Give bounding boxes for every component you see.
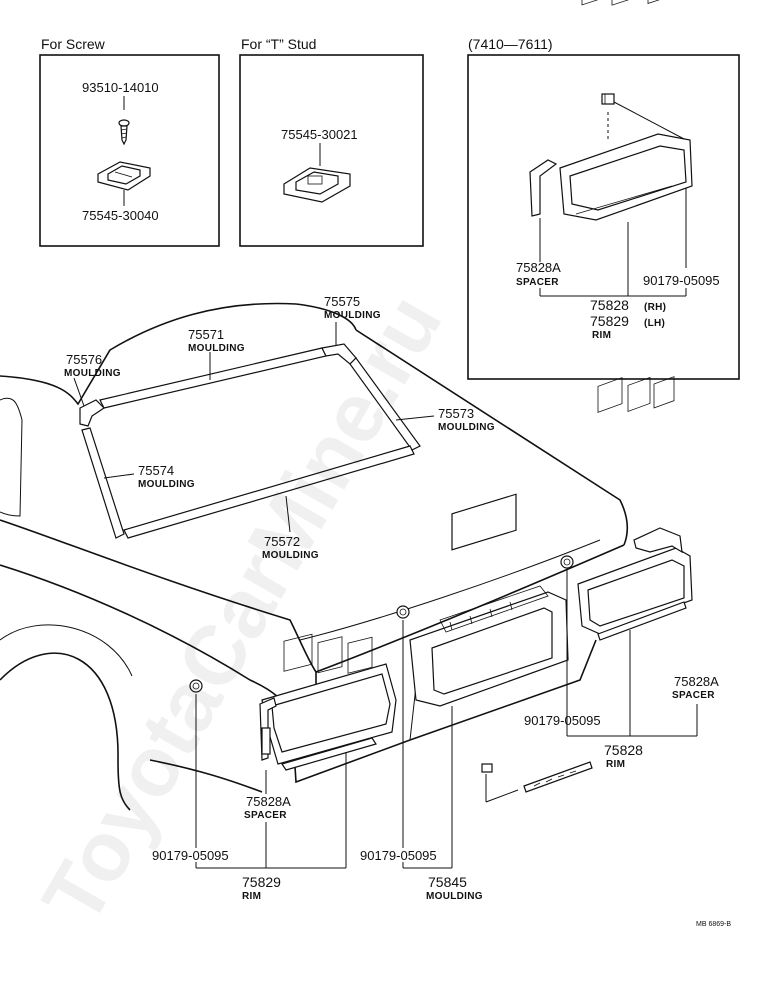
left-rim-drawing xyxy=(261,633,397,771)
center-nut-drawing xyxy=(396,605,410,619)
right-spacer-drawing xyxy=(633,527,683,554)
leader-lines xyxy=(73,322,698,869)
inset-for-screw: For Screw 93510-14010 75545-30040 xyxy=(39,36,220,247)
inset-late-title: (7410—7611) xyxy=(468,36,553,52)
inset-rim-lh-suffix: (LH) xyxy=(644,318,665,329)
callout-75573-pn: 75573 xyxy=(438,406,474,421)
right-nut-drawing xyxy=(560,555,574,569)
callout-left-spacer-pn: 75828A xyxy=(246,794,291,809)
callout-left-rim: 75829 RIM xyxy=(242,874,281,902)
inset-screw-frame xyxy=(39,54,220,247)
callout-75572: 75572 MOULDING xyxy=(262,534,319,561)
figure-code: MB 6869-B xyxy=(696,921,731,928)
callout-75571-pn: 75571 xyxy=(188,327,224,342)
inset-nut-part-number: 90179-05095 xyxy=(643,273,720,288)
callout-left-nut: 90179-05095 xyxy=(152,848,229,863)
inset-spacer-part-number: 75828A xyxy=(516,260,561,275)
callout-75572-name: MOULDING xyxy=(262,550,319,561)
stud-clip-part-number: 75545-30021 xyxy=(281,127,358,142)
callout-right-spacer: 75828A SPACER xyxy=(672,674,719,701)
right-rim-drawing xyxy=(577,376,693,641)
callout-75571: 75571 MOULDING xyxy=(188,327,245,354)
callout-left-rim-pn: 75829 xyxy=(242,874,281,890)
stud-clip-drawing xyxy=(283,167,351,203)
back-window-mouldings xyxy=(79,343,421,539)
inset-rim-rh-suffix: (RH) xyxy=(644,302,666,313)
callout-left-spacer: 75828A SPACER xyxy=(244,794,291,821)
callout-75575-name: MOULDING xyxy=(324,310,381,321)
callout-75573: 75573 MOULDING xyxy=(438,406,495,433)
callout-75574-name: MOULDING xyxy=(138,479,195,490)
callout-75571-name: MOULDING xyxy=(188,343,245,354)
center-moulding-drawing xyxy=(409,493,569,707)
moulding-75576 xyxy=(79,399,105,427)
callout-left-rim-name: RIM xyxy=(242,891,261,902)
callout-center-moulding-name: MOULDING xyxy=(426,891,483,902)
inset-screw-title: For Screw xyxy=(41,36,106,52)
left-spacer-drawing xyxy=(259,697,277,761)
callout-75572-pn: 75572 xyxy=(264,534,300,549)
inset-stud-frame xyxy=(239,54,424,247)
callout-75574: 75574 MOULDING xyxy=(138,463,195,490)
callout-right-spacer-name: SPACER xyxy=(672,690,715,701)
callout-right-nut: 90179-05095 xyxy=(524,713,601,728)
screw-clip-drawing xyxy=(97,161,151,191)
callout-75573-name: MOULDING xyxy=(438,422,495,433)
inset-rim-name: RIM xyxy=(592,330,611,341)
callout-center-moulding: 75845 MOULDING xyxy=(426,874,483,902)
screw-part-number: 93510-14010 xyxy=(82,80,159,95)
inset-stud-title: For “T” Stud xyxy=(241,36,316,52)
callout-center-nut-pn: 90179-05095 xyxy=(360,848,437,863)
callout-75576-pn: 75576 xyxy=(66,352,102,367)
moulding-75571 xyxy=(99,347,327,409)
screw-clip-part-number: 75545-30040 xyxy=(82,208,159,223)
callout-left-spacer-name: SPACER xyxy=(244,810,287,821)
inset-rim-drawing xyxy=(559,0,693,221)
callout-center-nut: 90179-05095 xyxy=(360,848,437,863)
screw-drawing xyxy=(118,119,130,146)
moulding-75572 xyxy=(123,445,415,539)
inset-spacer-drawing xyxy=(529,159,558,217)
callout-75574-pn: 75574 xyxy=(138,463,174,478)
left-nut-drawing xyxy=(189,679,203,693)
callout-right-rim-pn: 75828 xyxy=(604,742,643,758)
inset-late-frame xyxy=(467,54,740,380)
moulding-75573 xyxy=(349,357,421,451)
inset-nut-drawing xyxy=(601,93,615,105)
moulding-75574 xyxy=(81,427,125,539)
emblem-drawing xyxy=(481,761,593,803)
callout-75576: 75576 MOULDING xyxy=(64,352,121,379)
callout-75575: 75575 MOULDING xyxy=(324,294,381,321)
inset-late-model: (7410—7611) 75828A SPACER 90179-05095 75… xyxy=(467,0,740,380)
inset-for-t-stud: For “T” Stud 75545-30021 xyxy=(239,36,424,247)
callout-center-moulding-pn: 75845 xyxy=(428,874,467,890)
callout-right-rim-name: RIM xyxy=(606,759,625,770)
callout-75575-pn: 75575 xyxy=(324,294,360,309)
inset-spacer-name: SPACER xyxy=(516,277,559,288)
inset-rim-lh-part-number: 75829 xyxy=(590,313,629,329)
callout-right-nut-pn: 90179-05095 xyxy=(524,713,601,728)
callout-left-nut-pn: 90179-05095 xyxy=(152,848,229,863)
callout-right-spacer-pn: 75828A xyxy=(674,674,719,689)
callout-75576-name: MOULDING xyxy=(64,368,121,379)
inset-rim-rh-part-number: 75828 xyxy=(590,297,629,313)
callout-right-rim: 75828 RIM xyxy=(604,742,643,770)
